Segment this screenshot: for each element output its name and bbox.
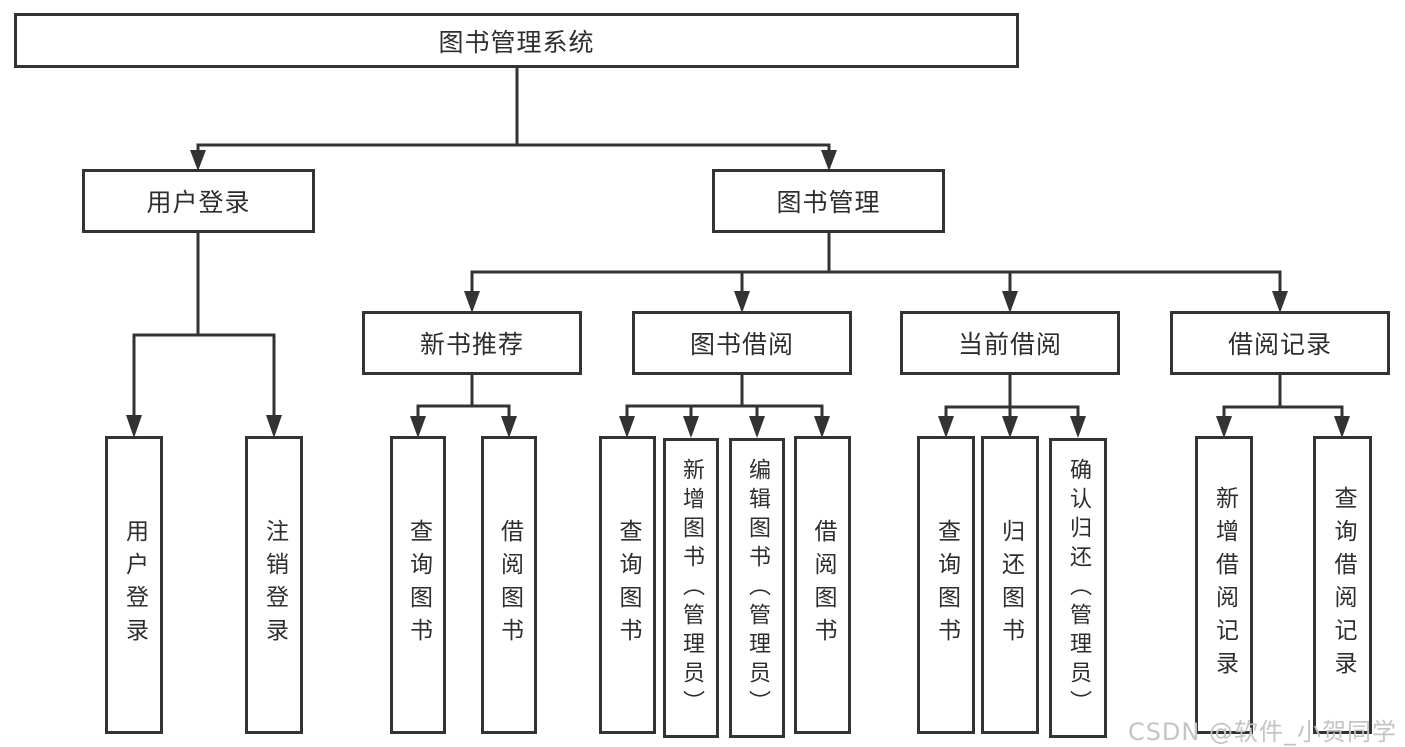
leaf-bb-borrow-books-label: 借阅图书: [810, 519, 836, 651]
connector-current-borrow-to-leaves: [938, 375, 1086, 438]
leaf-cb-query-books-label: 查询图书: [933, 519, 960, 651]
leaf-bb-add-books-admin-label: 新增图书（管理员）: [679, 457, 704, 719]
connector-user-login-to-leaves: [126, 233, 282, 438]
node-book-borrow: 图书借阅: [632, 311, 852, 375]
watermark: CSDN @软件_小贺同学: [1127, 718, 1397, 746]
leaf-bb-query-books: 查询图书: [599, 436, 656, 734]
node-user-login: 用户登录: [82, 169, 315, 233]
leaf-nbr-borrow-books: 借阅图书: [481, 436, 537, 734]
connector-borrow-records-to-leaves: [1216, 375, 1350, 438]
connector-root-to-level2: [190, 68, 837, 171]
leaf-cb-return-books: 归还图书: [981, 436, 1039, 734]
node-current-borrow-label: 当前借阅: [957, 330, 1062, 359]
node-root: 图书管理系统: [14, 13, 1019, 68]
leaf-cb-confirm-return-admin: 确认归还（管理员）: [1049, 438, 1107, 738]
leaf-bb-edit-books-admin-label: 编辑图书（管理员）: [745, 457, 770, 719]
leaf-bb-add-books-admin: 新增图书（管理员）: [663, 438, 719, 738]
leaf-bb-edit-books-admin: 编辑图书（管理员）: [729, 438, 785, 738]
node-user-login-label: 用户登录: [146, 188, 251, 217]
leaf-nbr-query-books: 查询图书: [390, 436, 446, 734]
node-book-borrow-label: 图书借阅: [689, 330, 794, 359]
leaf-logout-label: 注销登录: [261, 519, 288, 651]
leaf-cb-return-books-label: 归还图书: [997, 519, 1024, 651]
leaf-logout: 注销登录: [245, 436, 303, 734]
leaf-cb-confirm-return-admin-label: 确认归还（管理员）: [1066, 457, 1091, 719]
leaf-nbr-query-books-label: 查询图书: [405, 519, 432, 651]
leaf-br-query-record: 查询借阅记录: [1313, 436, 1372, 734]
node-book-management-label: 图书管理: [776, 188, 881, 217]
node-current-borrow: 当前借阅: [900, 311, 1120, 375]
leaf-br-query-record-label: 查询借阅记录: [1330, 486, 1356, 684]
leaf-bb-borrow-books: 借阅图书: [794, 436, 851, 734]
node-borrow-records-label: 借阅记录: [1227, 330, 1332, 359]
connector-new-book-recommend-to-leaves: [410, 375, 517, 438]
leaf-br-add-record: 新增借阅记录: [1195, 436, 1253, 734]
leaf-nbr-borrow-books-label: 借阅图书: [496, 519, 523, 651]
connector-book-management-to-level3: [464, 233, 1288, 313]
node-new-book-recommend: 新书推荐: [362, 311, 582, 375]
node-new-book-recommend-label: 新书推荐: [419, 330, 524, 359]
node-borrow-records: 借阅记录: [1170, 311, 1390, 375]
connector-book-borrow-to-leaves: [619, 375, 830, 438]
leaf-user-login: 用户登录: [105, 436, 163, 734]
node-book-management: 图书管理: [712, 169, 945, 233]
leaf-cb-query-books: 查询图书: [917, 436, 975, 734]
leaf-bb-query-books-label: 查询图书: [615, 519, 641, 651]
leaf-user-login-label: 用户登录: [121, 519, 148, 651]
node-root-label: 图书管理系统: [438, 27, 595, 57]
leaf-br-add-record-label: 新增借阅记录: [1211, 486, 1238, 684]
